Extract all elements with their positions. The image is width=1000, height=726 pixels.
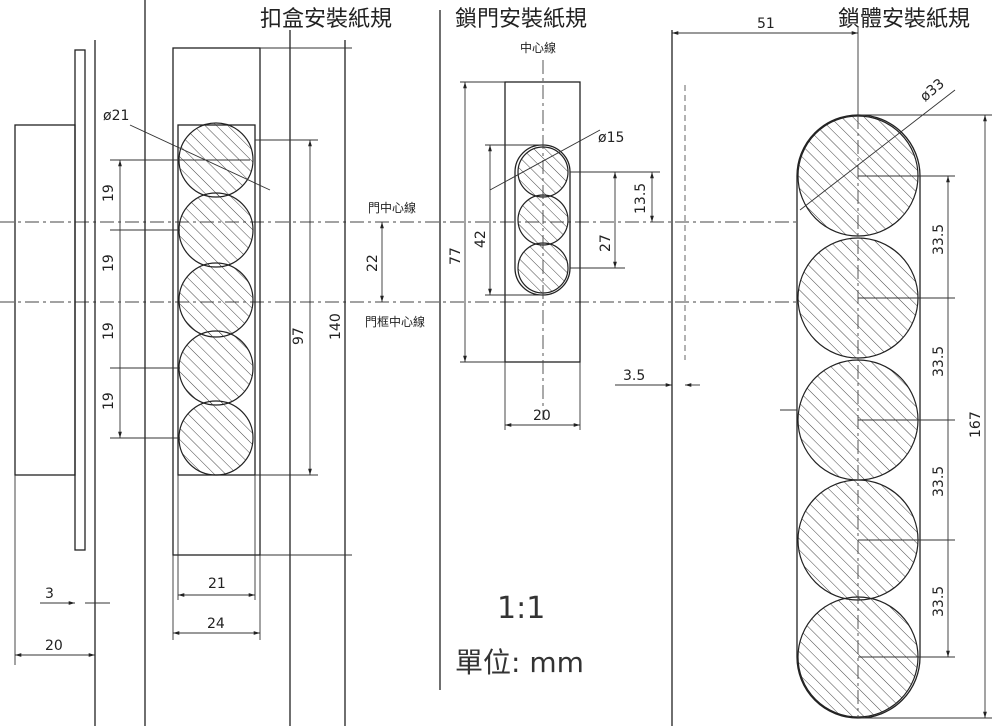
- dim-13-5: 13.5: [633, 183, 649, 214]
- dim-51: 51: [757, 16, 775, 32]
- frame-center-label: 門框中心線: [365, 314, 425, 329]
- door-center-label: 門中心線: [368, 200, 416, 215]
- dim-19-b: 19: [101, 254, 117, 272]
- dim-dia-33: ø33: [917, 76, 948, 105]
- dim-33-5-b: 33.5: [931, 346, 947, 377]
- dim-24: 24: [207, 616, 225, 632]
- body-template-title: 鎖體安裝紙規: [838, 7, 970, 32]
- dim-97: 97: [291, 327, 307, 345]
- dim-140: 140: [328, 313, 344, 340]
- dim-77: 77: [448, 247, 464, 265]
- dim-21: 21: [208, 576, 226, 592]
- body-section: 51 ø33 33.5 33.5 33.5 33.5 167: [671, 16, 992, 726]
- dim-19-c: 19: [101, 322, 117, 340]
- dim-167: 167: [968, 411, 984, 438]
- door-template-title: 鎖門安裝紙規: [455, 7, 587, 32]
- dim-20: 20: [45, 638, 63, 654]
- dim-33-5-a: 33.5: [931, 224, 947, 255]
- dim-27: 27: [598, 234, 614, 252]
- scale-label: 1:1: [497, 591, 545, 626]
- dim-19-a: 19: [101, 184, 117, 202]
- strike-section: 19 19 19 19 ø21 97 140 22 21 24 3 20: [14, 0, 384, 726]
- dim-dia-21: ø21: [103, 108, 129, 124]
- dim-20-door: 20: [533, 408, 551, 424]
- dim-dia-15: ø15: [598, 130, 624, 146]
- dim-3-5: 3.5: [623, 368, 645, 384]
- dim-33-5-c: 33.5: [931, 466, 947, 497]
- dim-19-d: 19: [101, 392, 117, 410]
- dim-42: 42: [473, 230, 489, 248]
- dim-22: 22: [365, 254, 381, 272]
- center-line-label: 中心線: [520, 40, 556, 55]
- strike-template-title: 扣盒安裝紙規: [260, 7, 392, 32]
- dim-33-5-d: 33.5: [931, 586, 947, 617]
- unit-label: 單位: mm: [455, 646, 584, 679]
- door-section: 中心線 77 42 ø15 27 13.5 20 3.5 1:1 單位: mm: [448, 40, 700, 679]
- dim-3: 3: [45, 586, 54, 602]
